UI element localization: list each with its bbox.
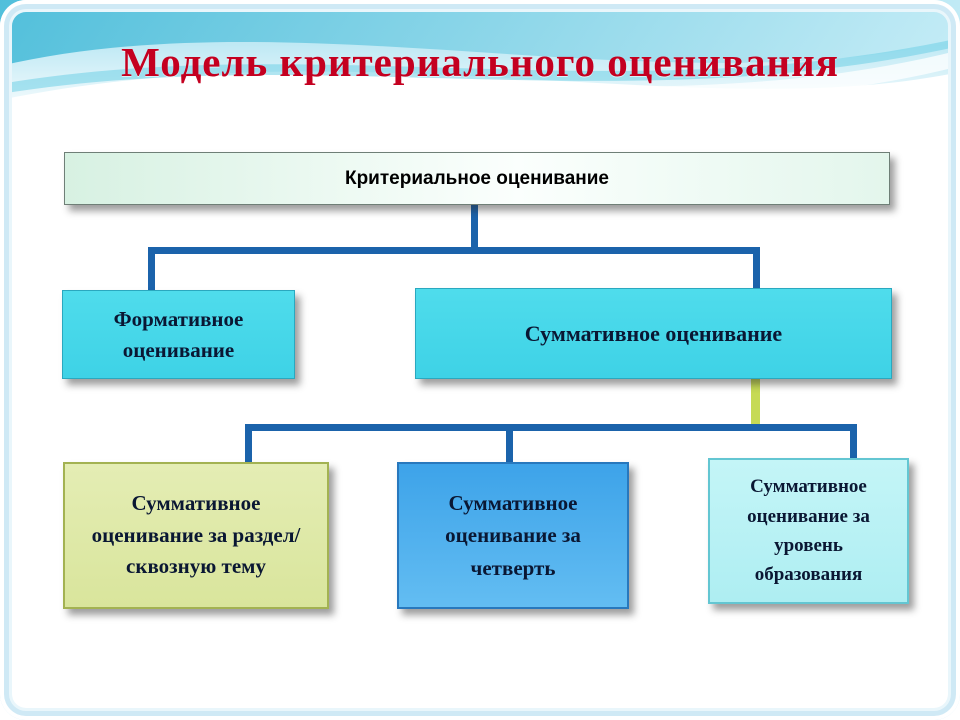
node-summative-term: Суммативное оценивание за четверть [397,462,629,609]
node-summative-assessment: Суммативное оценивание [415,288,892,379]
connector-level3-horizontal [245,424,857,431]
connector-section-stub [245,431,252,462]
node-summative-education-level: Суммативное оценивание за уровень образо… [708,458,909,604]
connector-level-stub [850,431,857,458]
wave-decoration [0,0,960,122]
node-label: Суммативное оценивание за раздел/сквозну… [91,491,301,579]
node-label: Критериальное оценивание [344,167,609,189]
node-label: Суммативное оценивание за уровень образо… [747,476,870,586]
connector-root-vertical [471,205,478,252]
node-label: Формативное оценивание [113,307,244,362]
node-label: Суммативное оценивание за четверть [445,490,581,580]
node-label: Суммативное оценивание [524,320,783,346]
node-summative-section: Суммативное оценивание за раздел/сквозну… [63,462,329,609]
connector-formative-stub [148,252,155,290]
node-criterial-assessment: Критериальное оценивание [64,152,890,205]
connector-summative-stub [753,252,760,288]
page-title: Модель критериального оценивания [121,39,839,85]
connector-term-stub [506,431,513,462]
node-formative-assessment: Формативное оценивание [62,290,295,379]
connector-level2-horizontal [148,247,760,254]
connector-summative-down-green [751,379,760,431]
